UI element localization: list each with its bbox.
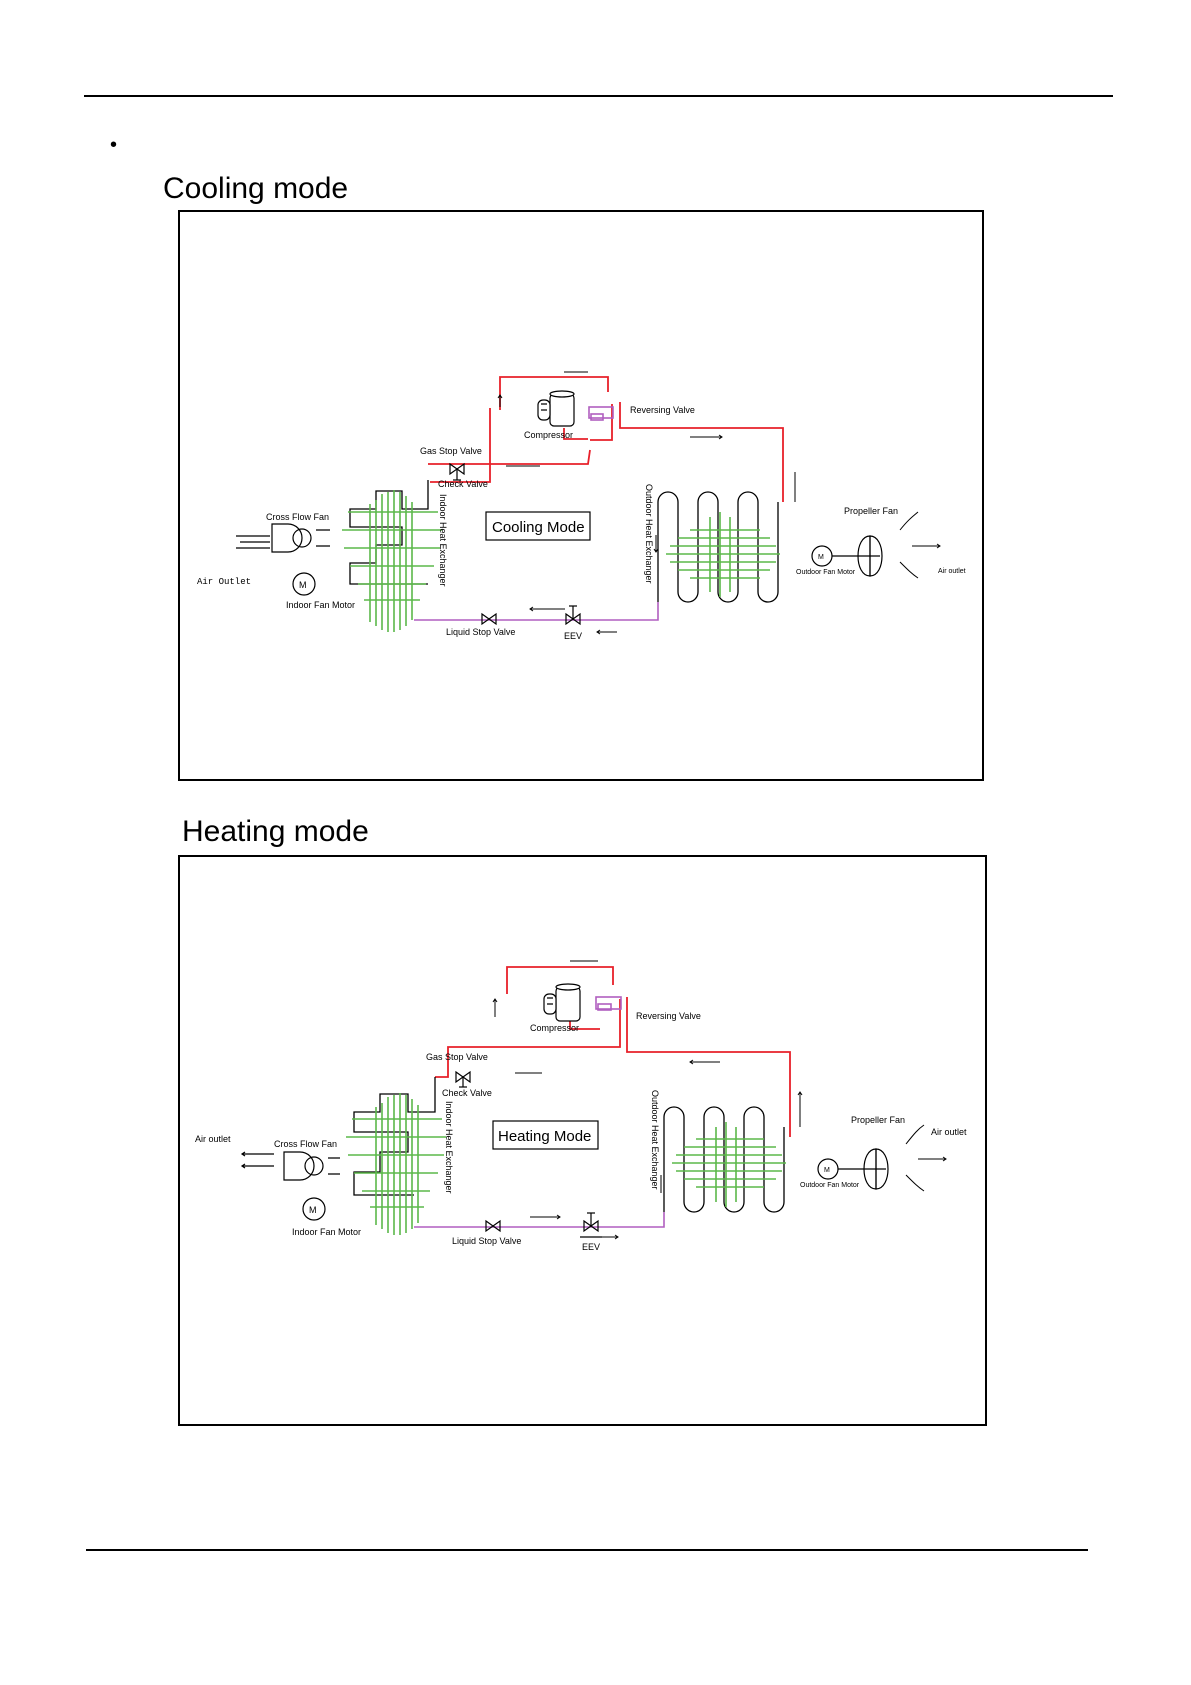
cooling-indoor-air-outlet-label: Air Outlet	[197, 577, 251, 587]
heating-indoor-air-outlet-label: Air outlet	[195, 1134, 231, 1144]
header-rule	[84, 95, 1113, 97]
heating-indoor-heat-exchanger	[346, 1077, 446, 1235]
heating-diagram-panel: M Heating Mode	[178, 855, 987, 1426]
cooling-outdoor-heat-exchanger	[657, 491, 780, 603]
cooling-outdoor-heat-exchanger-label: Outdoor Heat Exchanger	[644, 484, 654, 584]
heating-indoor-air-arrows	[240, 1151, 274, 1169]
cooling-compressor-icon	[537, 390, 575, 427]
cooling-outdoor-air-outlet-label: Air outlet	[938, 568, 966, 575]
heating-indoor-fan-motor-icon	[302, 1197, 326, 1221]
cooling-outdoor-motor-symbol: M	[818, 554, 824, 561]
cooling-indoor-heat-exchanger-label: Indoor Heat Exchanger	[438, 494, 448, 587]
heating-compressor-label: Compressor	[530, 1023, 579, 1033]
cooling-diagram: M Cooling Mode	[197, 371, 966, 641]
cooling-indoor-heat-exchanger	[342, 480, 442, 632]
heating-gas-line	[435, 966, 791, 1137]
cooling-gas-stop-valve-label: Gas Stop Valve	[420, 446, 482, 456]
heating-liquid-stop-valve-label: Liquid Stop Valve	[452, 1236, 521, 1246]
cooling-liquid-line	[414, 406, 659, 621]
heating-outdoor-fan-motor-icon	[817, 1158, 886, 1180]
cooling-liquid-stop-valve-icon	[481, 612, 497, 626]
heating-compressor-icon	[543, 983, 581, 1022]
cooling-liquid-stop-valve-label: Liquid Stop Valve	[446, 627, 515, 637]
heating-cross-flow-fan-icon	[283, 1151, 340, 1181]
cooling-indoor-fan-motor-icon	[292, 572, 316, 596]
heating-indoor-motor-symbol: M	[309, 1205, 317, 1215]
cooling-cross-flow-fan-label: Cross Flow Fan	[266, 512, 329, 522]
heating-outdoor-air-arrows	[905, 1124, 947, 1192]
cooling-flow-arrows	[497, 371, 796, 635]
cooling-diagram-panel: M Cooling Mode	[178, 210, 984, 781]
cooling-indoor-air-arrows	[236, 535, 270, 549]
cooling-outdoor-fan-motor-label: Outdoor Fan Motor	[796, 569, 856, 576]
heating-check-valve-label: Check Valve	[442, 1088, 492, 1098]
cooling-eev-icon	[565, 605, 581, 626]
heating-propeller-fan-icon	[863, 1148, 889, 1190]
footer-rule	[86, 1549, 1088, 1551]
cooling-gas-line	[428, 376, 784, 502]
cooling-propeller-fan-label: Propeller Fan	[844, 506, 898, 516]
heating-cross-flow-fan-label: Cross Flow Fan	[274, 1139, 337, 1149]
heating-propeller-fan-label: Propeller Fan	[851, 1115, 905, 1125]
heating-gas-stop-valve-label: Gas Stop Valve	[426, 1052, 488, 1062]
cooling-indoor-motor-symbol: M	[299, 580, 307, 590]
heating-liquid-stop-valve-icon	[485, 1219, 501, 1233]
cooling-eev-label: EEV	[564, 631, 582, 641]
heating-liquid-line	[414, 996, 665, 1228]
heating-gas-stop-valve-icon	[455, 1070, 471, 1088]
heating-indoor-fan-motor-label: Indoor Fan Motor	[292, 1227, 361, 1237]
cooling-cross-flow-fan-icon	[271, 523, 330, 553]
bullet: •	[110, 134, 118, 156]
cooling-section-title: Cooling mode	[163, 172, 349, 205]
heating-outdoor-heat-exchanger	[663, 1106, 786, 1213]
cooling-mode-label: Cooling Mode	[492, 519, 585, 536]
cooling-indoor-fan-motor-label: Indoor Fan Motor	[286, 600, 355, 610]
heating-eev-label: EEV	[582, 1242, 600, 1252]
cooling-reversing-valve-label: Reversing Valve	[630, 405, 695, 415]
heating-mode-box	[492, 1120, 599, 1150]
cooling-propeller-fan-icon	[857, 535, 883, 577]
heating-indoor-heat-exchanger-label: Indoor Heat Exchanger	[444, 1101, 454, 1194]
cooling-gas-stop-valve-icon	[449, 462, 465, 481]
heating-outdoor-fan-motor-label: Outdoor Fan Motor	[800, 1182, 860, 1189]
heating-reversing-valve-label: Reversing Valve	[636, 1011, 701, 1021]
heating-mode-label: Heating Mode	[498, 1128, 591, 1145]
heating-flow-arrows	[492, 960, 803, 1240]
cooling-outdoor-air-arrows	[899, 511, 941, 579]
cooling-compressor-label: Compressor	[524, 430, 573, 440]
heating-outdoor-air-outlet-label: Air outlet	[931, 1127, 967, 1137]
heating-eev-icon	[580, 1212, 602, 1238]
cooling-outdoor-fan-motor-icon	[811, 545, 880, 567]
cooling-check-valve-label: Check Valve	[438, 479, 488, 489]
heating-diagram: M Heating Mode	[195, 960, 967, 1252]
cooling-mode-box	[485, 511, 591, 541]
heating-outdoor-heat-exchanger-label: Outdoor Heat Exchanger	[650, 1090, 660, 1190]
heating-section-title: Heating mode	[182, 815, 369, 848]
heating-outdoor-motor-symbol: M	[824, 1167, 830, 1174]
